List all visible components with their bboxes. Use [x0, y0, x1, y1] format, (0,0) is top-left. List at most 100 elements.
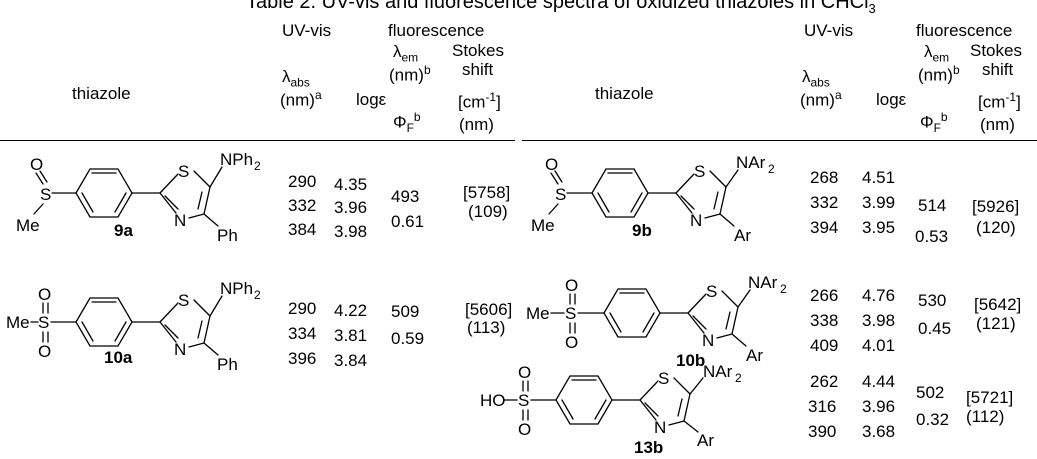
logeps-value: 3.98	[334, 222, 368, 241]
em-value: 514	[918, 196, 947, 215]
svg-text:N: N	[654, 418, 666, 437]
abs-value: 316	[808, 397, 837, 416]
svg-text:S: S	[658, 369, 669, 388]
abs-value: 332	[810, 193, 839, 212]
phi-value: 0.53	[915, 227, 949, 246]
svg-text:Me: Me	[526, 304, 550, 323]
svg-text:O: O	[545, 155, 558, 174]
abs-value: 338	[810, 311, 839, 330]
svg-text:9a: 9a	[114, 221, 133, 240]
header-uvvis-right: UV-vis	[804, 21, 854, 40]
svg-text:N: N	[690, 211, 702, 230]
svg-text:10b: 10b	[676, 351, 705, 370]
svg-text:S: S	[178, 162, 189, 181]
abs-value: 266	[810, 286, 839, 305]
abs-value: 384	[288, 220, 317, 239]
svg-text:S: S	[555, 185, 566, 204]
svg-text:S: S	[694, 162, 705, 181]
logeps-value: 3.95	[862, 218, 896, 237]
abs-value: 262	[810, 372, 839, 391]
header-cm-right: [cm-1]	[978, 90, 1021, 112]
logeps-value: 3.96	[862, 397, 896, 416]
logeps-value: 4.44	[862, 372, 896, 391]
svg-text:Ph: Ph	[217, 355, 238, 374]
header-logeps-right: logε	[876, 90, 907, 109]
svg-text:O: O	[518, 363, 531, 382]
svg-text:2: 2	[254, 288, 261, 302]
svg-text:NPh: NPh	[220, 279, 253, 298]
header-uvvis-left: UV-vis	[282, 21, 332, 40]
structure-9b: O S Me S N NAr 2 A	[531, 153, 775, 245]
em-value: 493	[391, 187, 420, 206]
caption-text: Table 2. UV-vis and fluorescence spectra…	[246, 0, 869, 13]
header-nm-a-right: (nm)a	[800, 88, 842, 110]
svg-text:O: O	[30, 155, 43, 174]
phi-value: 0.59	[391, 329, 425, 348]
abs-value: 390	[808, 422, 837, 441]
phi-value: 0.61	[391, 212, 425, 231]
header-lambda-em-left: λem	[393, 42, 419, 65]
abs-value: 290	[288, 172, 317, 191]
em-value: 530	[918, 291, 947, 310]
svg-text:N: N	[174, 211, 186, 230]
stokes-nm-value: (113)	[467, 318, 506, 337]
logeps-value: 3.68	[862, 422, 896, 441]
stokes-cm-value: [5926]	[972, 197, 1020, 216]
svg-text:HO: HO	[480, 391, 506, 410]
stokes-nm-value: (109)	[468, 202, 508, 221]
svg-text:NAr: NAr	[703, 362, 733, 381]
svg-text:13b: 13b	[634, 438, 663, 457]
header-fluorescence-right: fluorescence	[916, 21, 1013, 40]
svg-text:Ph: Ph	[217, 226, 238, 245]
logeps-value: 3.98	[862, 311, 896, 330]
logeps-value: 4.51	[862, 168, 896, 187]
svg-text:O: O	[565, 333, 578, 352]
header-stokes-right: Stokes	[970, 41, 1022, 60]
stokes-nm-value: (121)	[976, 314, 1016, 333]
structure-10a: O Me S O S N NPh	[6, 279, 261, 374]
svg-text:10a: 10a	[104, 348, 133, 367]
svg-text:S: S	[706, 282, 717, 301]
logeps-value: 4.01	[862, 336, 896, 355]
svg-text:N: N	[174, 340, 186, 359]
header-nm-b-right: (nm)b	[918, 63, 960, 85]
stokes-cm-value: [5721]	[966, 388, 1014, 407]
header-nm-b-left: (nm)b	[389, 63, 431, 85]
header-cm-left: [cm-1]	[458, 90, 501, 112]
svg-text:O: O	[38, 285, 51, 304]
svg-text:N: N	[702, 331, 714, 350]
header-fluorescence-left: fluorescence	[388, 21, 485, 40]
header-stokes-left: Stokes	[452, 41, 504, 60]
header-phi-left: ΦFb	[393, 110, 421, 136]
logeps-value: 3.84	[334, 351, 368, 370]
header-phi-right: ΦFb	[920, 110, 948, 136]
abs-value: 332	[288, 196, 317, 215]
header-logeps-left: logε	[356, 90, 387, 109]
phi-value: 0.32	[916, 410, 950, 429]
svg-text:S: S	[40, 185, 51, 204]
structure-10b: O Me S O S N NAr	[526, 273, 787, 370]
svg-text:NAr: NAr	[748, 273, 778, 292]
table-caption: Table 2. UV-vis and fluorescence spectra…	[246, 0, 876, 15]
structure-9a: O S Me S N NPh 2 P	[16, 150, 261, 245]
stokes-nm-value: (120)	[976, 218, 1016, 237]
header-lambda-abs-left: λabs	[282, 67, 310, 90]
header-shift-right: shift	[982, 60, 1014, 79]
svg-text:Me: Me	[531, 216, 555, 235]
svg-text:O: O	[518, 420, 531, 439]
svg-text:Me: Me	[16, 216, 40, 235]
svg-text:S: S	[178, 291, 189, 310]
header-nm-paren-right: (nm)	[980, 115, 1015, 134]
svg-text:O: O	[38, 342, 51, 361]
svg-text:9b: 9b	[632, 221, 652, 240]
stokes-cm-value: [5606]	[465, 300, 513, 319]
logeps-value: 4.76	[862, 286, 896, 305]
svg-text:Me: Me	[6, 313, 30, 332]
logeps-value: 4.35	[334, 175, 368, 194]
stokes-cm-value: [5758]	[463, 183, 511, 202]
header-rule-left	[0, 140, 515, 141]
logeps-value: 3.99	[862, 193, 896, 212]
svg-text:S: S	[565, 304, 576, 323]
header-lambda-em-right: λem	[924, 42, 950, 65]
